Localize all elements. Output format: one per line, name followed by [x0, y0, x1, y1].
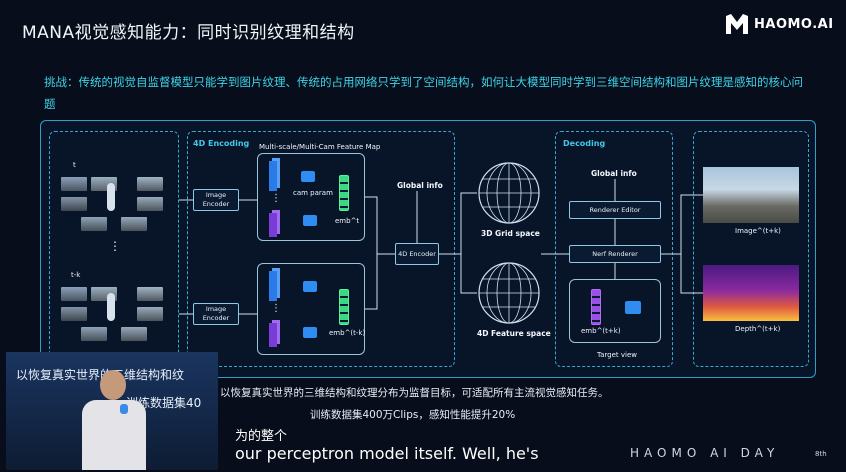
camera-thumb — [61, 177, 87, 191]
emb-tk-label: emb^(t-k) — [329, 329, 366, 337]
embedding-vector — [591, 289, 601, 325]
summary-text-1: 以恢复真实世界的三维结构和纹理分布为监督目标，可适配所有主流视觉感知任务。 — [220, 387, 609, 399]
camera-thumb — [137, 307, 163, 321]
feature-map-box-t — [257, 153, 365, 241]
speaker-head — [100, 370, 126, 400]
global-info-label-encoder: Global info — [397, 181, 443, 190]
depth-output-label: Depth^(t+k) — [735, 325, 781, 333]
camera-thumb — [61, 307, 87, 321]
car-icon — [107, 293, 115, 321]
camera-thumb — [81, 327, 107, 341]
page-title: MANA视觉感知能力：同时识别纹理和结构 — [22, 23, 355, 43]
4d-feature-sphere-icon — [478, 262, 540, 324]
3d-grid-space-label: 3D Grid space — [481, 229, 540, 238]
camera-icon — [625, 301, 641, 314]
camera-icon — [303, 215, 317, 226]
camera-icon — [303, 281, 317, 292]
camera-icon — [303, 327, 317, 338]
emb-t-label: emb^t — [335, 217, 360, 225]
output-depth — [703, 265, 799, 321]
output-panel — [693, 131, 809, 367]
embedding-vector — [339, 175, 349, 211]
renderer-editor-box: Renderer Editor — [569, 201, 661, 219]
camera-thumb — [121, 217, 147, 231]
subtitle-chinese: 为的整个 — [235, 429, 288, 444]
architecture-diagram: t t-k ⋮ Image Encoder Image Encoder 4D E… — [40, 120, 816, 378]
camera-thumb — [81, 217, 107, 231]
haomo-logo-icon — [726, 14, 748, 34]
feature-stack-purple — [269, 213, 277, 237]
subtitle-english: our perceptron model itself. Well, he's — [235, 444, 539, 463]
camera-thumb — [61, 287, 87, 301]
microphone-icon — [120, 404, 128, 414]
time-label-t: t — [73, 161, 76, 169]
time-label-tk: t-k — [71, 271, 81, 279]
decoding-panel — [555, 131, 673, 367]
speaker-body — [82, 400, 146, 470]
output-image — [703, 167, 799, 223]
dots-separator: ⋮ — [271, 303, 281, 314]
dots-separator: ⋮ — [109, 239, 121, 253]
camera-thumb — [137, 287, 163, 301]
connection-arrows — [179, 179, 703, 315]
summary-text-2: 训练数据集400万Clips，感知性能提升20% — [310, 409, 516, 421]
3d-grid-sphere-icon — [478, 162, 540, 224]
4d-feature-space-label: 4D Feature space — [477, 329, 551, 338]
camera-thumb — [121, 327, 147, 341]
inset-screen-text-1: 以恢复真实世界的三维结构和纹 — [16, 368, 185, 382]
logo-text: HAOMO.AI — [754, 16, 834, 32]
nerf-renderer-box: Nerf Renderer — [569, 245, 661, 263]
camera-thumb — [61, 197, 87, 211]
car-icon — [107, 183, 115, 211]
feature-stack-purple — [269, 323, 277, 347]
brand-logo: HAOMO.AI — [726, 14, 834, 34]
camera-thumb — [137, 197, 163, 211]
event-edition: 8th — [815, 450, 827, 458]
feature-map-label: Multi-scale/Multi-Cam Feature Map — [259, 143, 381, 151]
decoding-label: Decoding — [563, 139, 606, 148]
feature-stack-blue — [269, 161, 277, 191]
cam-param-label: cam param — [293, 189, 333, 197]
inset-screen-text-2: 训练数据集40 — [126, 396, 202, 410]
emb-target-label: emb^(t+k) — [581, 327, 621, 335]
speaker-video-inset: 以恢复真实世界的三维结构和纹 训练数据集40 — [6, 352, 218, 470]
embedding-vector — [339, 289, 349, 325]
challenge-text: 挑战：传统的视觉自监督模型只能学到图片纹理、传统的占用网络只学到了空间结构，如何… — [44, 75, 803, 111]
camera-icon — [301, 171, 315, 182]
target-view-label: Target view — [597, 351, 638, 359]
feature-map-box-tk — [257, 263, 365, 355]
encoding-panel — [187, 131, 455, 367]
event-watermark: HAOMO AI DAY — [630, 446, 780, 460]
dots-separator: ⋮ — [271, 193, 281, 204]
image-encoder-box-t: Image Encoder — [193, 189, 239, 211]
encoding-label: 4D Encoding — [193, 139, 250, 148]
image-output-label: Image^(t+k) — [735, 227, 781, 235]
image-encoder-box-tk: Image Encoder — [193, 303, 239, 325]
feature-stack-blue — [269, 271, 277, 301]
camera-thumb — [137, 177, 163, 191]
target-view-box — [569, 279, 661, 343]
4d-encoder-box: 4D Encoder — [395, 243, 439, 265]
speaker-figure — [76, 370, 156, 470]
global-info-label-decoder: Global info — [591, 169, 637, 178]
